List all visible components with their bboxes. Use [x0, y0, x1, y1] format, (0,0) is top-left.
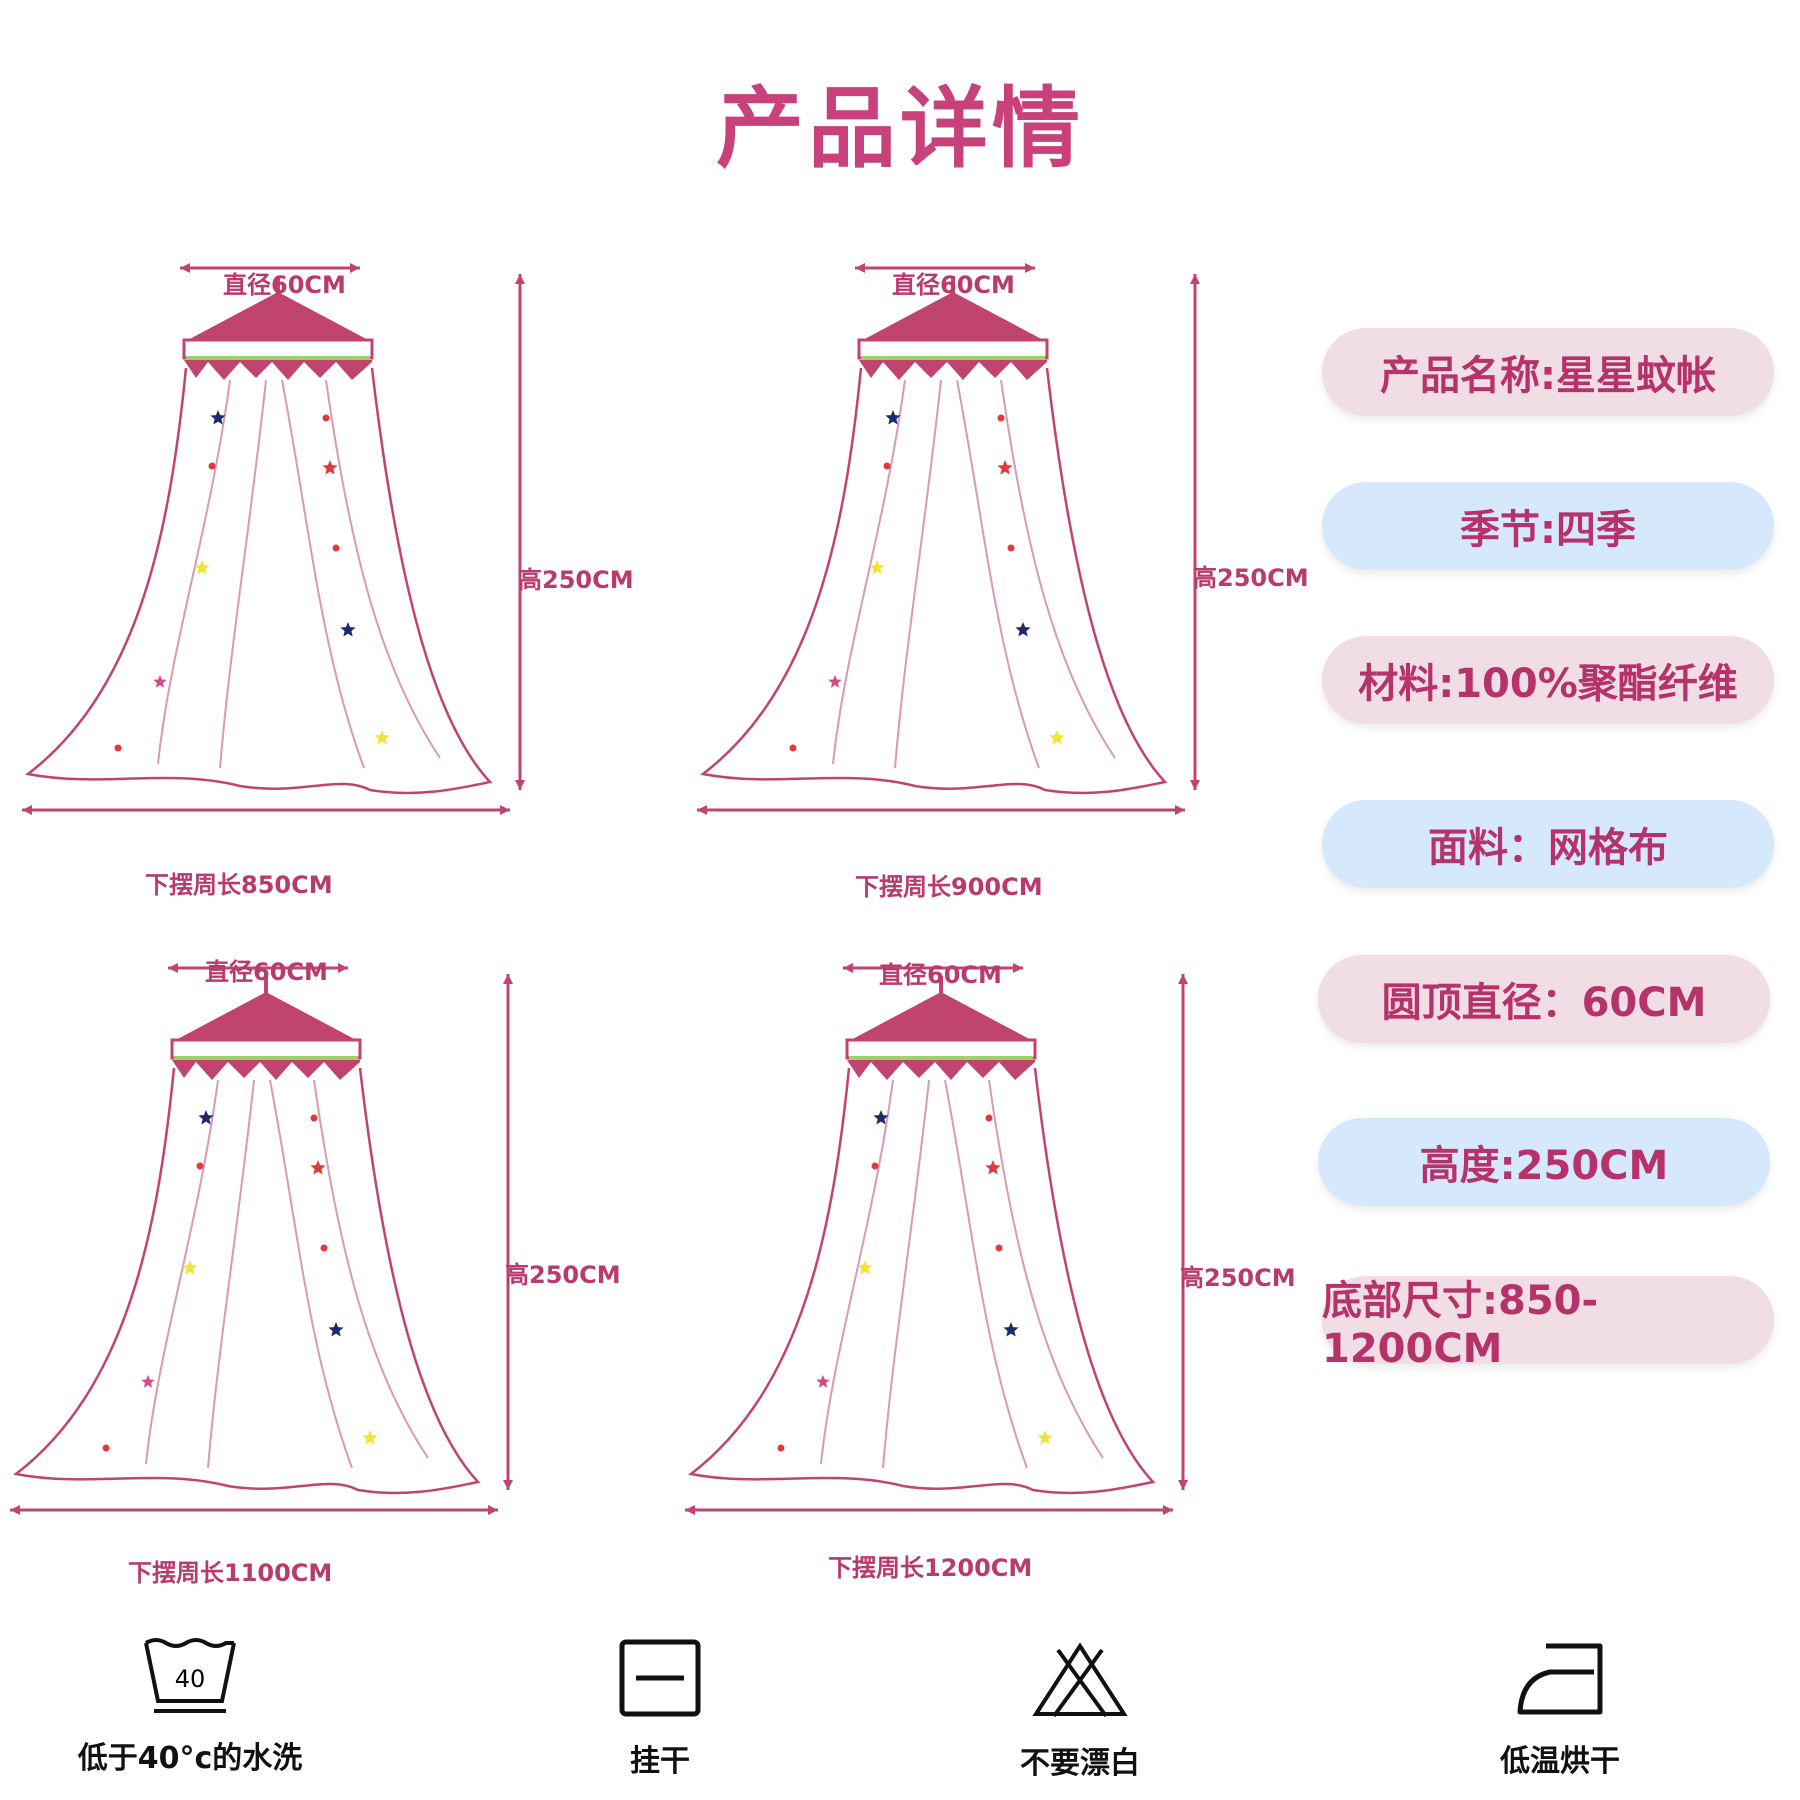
dot-decoration [871, 1162, 879, 1170]
star-decoration [374, 730, 390, 745]
care-iron-low: 低温烘干 [1440, 1638, 1680, 1780]
star-decoration [310, 1160, 326, 1175]
dot-decoration [310, 1114, 318, 1122]
dot-decoration [789, 744, 797, 752]
star-decoration [141, 1375, 155, 1388]
canopy-diagram-2 [695, 260, 1255, 900]
iron-low-icon [1517, 1643, 1603, 1715]
star-decoration [1015, 622, 1031, 637]
dot-decoration [777, 1444, 785, 1452]
spec-product-name: 产品名称:星星蚊帐 [1322, 328, 1774, 416]
no-bleach-icon [1032, 1642, 1128, 1718]
care-line-dry: 挂干 [540, 1638, 780, 1780]
canopy-illustration [697, 263, 1200, 815]
star-decoration [985, 1160, 1001, 1175]
canopy-illustration [685, 963, 1188, 1515]
care-label-line-dry: 挂干 [630, 1744, 690, 1779]
star-decoration [328, 1322, 344, 1337]
star-decoration [182, 1260, 198, 1275]
diameter-label-4: 直径60CM [879, 961, 1002, 989]
height-label-2: 高250CM [1193, 564, 1309, 592]
spec-height: 高度:250CM [1318, 1118, 1770, 1206]
canopy-diagram-4 [683, 960, 1243, 1600]
care-label-iron-low: 低温烘干 [1500, 1744, 1620, 1779]
diameter-label-3: 直径60CM [205, 958, 328, 986]
star-decoration [1049, 730, 1065, 745]
star-decoration [828, 675, 842, 688]
care-label-no-bleach: 不要漂白 [1020, 1746, 1140, 1781]
spec-season: 季节:四季 [1322, 482, 1774, 570]
star-decoration [153, 675, 167, 688]
dot-decoration [985, 1114, 993, 1122]
star-decoration [873, 1110, 889, 1125]
spec-bottom-size: 底部尺寸:850-1200CM [1322, 1276, 1774, 1372]
canopy-diagram-1 [20, 260, 580, 900]
dot-decoration [208, 462, 216, 470]
hem-label-4: 下摆周长1200CM [828, 1554, 1033, 1582]
dot-decoration [114, 744, 122, 752]
wash-temp: 40 [175, 1665, 206, 1693]
star-decoration [997, 460, 1013, 475]
height-label-4: 高250CM [1180, 1264, 1296, 1292]
star-decoration [362, 1430, 378, 1445]
diameter-label-1: 直径60CM [223, 271, 346, 299]
dot-decoration [196, 1162, 204, 1170]
dot-decoration [883, 462, 891, 470]
height-label-3: 高250CM [505, 1261, 621, 1289]
dot-decoration [332, 544, 340, 552]
spec-fabric: 面料：网格布 [1322, 800, 1774, 888]
star-decoration [1003, 1322, 1019, 1337]
dot-decoration [320, 1244, 328, 1252]
hem-label-3: 下摆周长1100CM [128, 1559, 333, 1587]
wash-40-icon: 40 [144, 1638, 236, 1713]
star-decoration [194, 560, 210, 575]
canopy-illustration [10, 963, 513, 1515]
line-dry-icon [619, 1639, 701, 1717]
canopy-diagram-3 [8, 960, 568, 1600]
page-title: 产品详情 [715, 77, 1084, 180]
dot-decoration [102, 1444, 110, 1452]
care-label-wash: 低于40°c的水洗 [77, 1741, 303, 1776]
dot-decoration [997, 414, 1005, 422]
star-decoration [885, 410, 901, 425]
care-no-bleach: 不要漂白 [960, 1640, 1200, 1782]
hem-label-2: 下摆周长900CM [855, 873, 1043, 901]
star-decoration [816, 1375, 830, 1388]
star-decoration [1037, 1430, 1053, 1445]
star-decoration [322, 460, 338, 475]
star-decoration [340, 622, 356, 637]
star-decoration [210, 410, 226, 425]
spec-material: 材料:100%聚酯纤维 [1322, 636, 1774, 724]
dot-decoration [1007, 544, 1015, 552]
star-decoration [869, 560, 885, 575]
spec-dome-diameter: 圆顶直径：60CM [1318, 955, 1770, 1043]
star-decoration [198, 1110, 214, 1125]
canopy-illustration [22, 263, 525, 815]
care-wash: 40 低于40°c的水洗 [50, 1635, 330, 1777]
hem-label-1: 下摆周长850CM [145, 871, 333, 899]
star-decoration [857, 1260, 873, 1275]
diameter-label-2: 直径60CM [892, 271, 1015, 299]
height-label-1: 高250CM [518, 566, 634, 594]
dot-decoration [322, 414, 330, 422]
dot-decoration [995, 1244, 1003, 1252]
